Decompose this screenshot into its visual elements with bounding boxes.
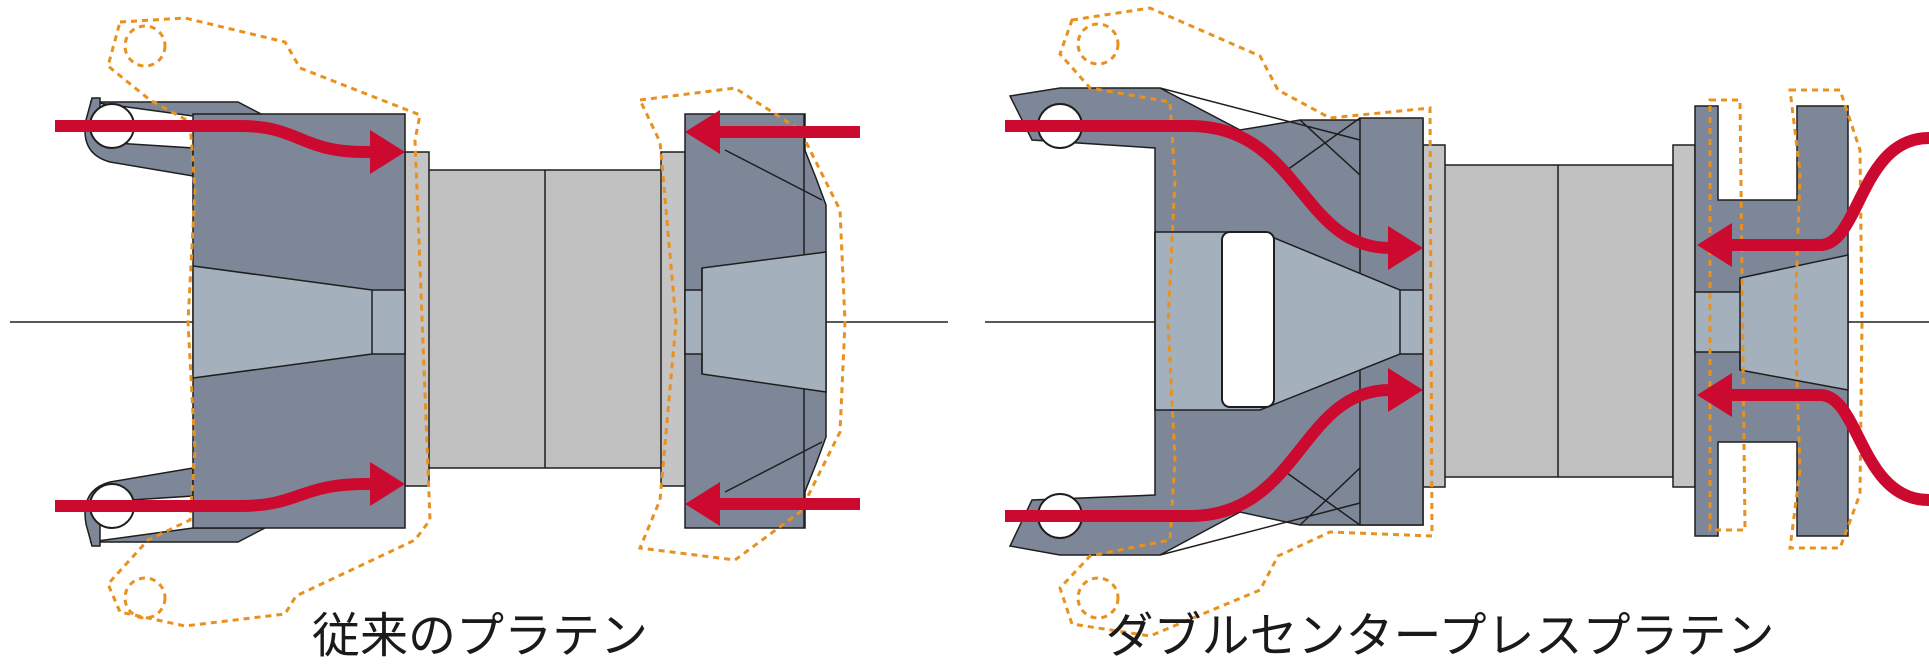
force-arrows bbox=[1005, 120, 1929, 522]
double-center-press-platen-diagram bbox=[985, 6, 1929, 638]
right-platen bbox=[1694, 105, 1849, 537]
conventional-platen-caption: 従来のプラテン bbox=[311, 608, 648, 664]
left-platen bbox=[84, 97, 406, 547]
tie-bar-cylinder bbox=[1422, 144, 1696, 488]
conventional-platen-diagram bbox=[10, 16, 948, 628]
double-center-press-platen-caption: ダブルセンタープレスプラテン bbox=[1105, 608, 1775, 664]
right-platen bbox=[684, 113, 827, 529]
force-arrows bbox=[55, 120, 860, 512]
left-platen bbox=[1008, 87, 1424, 556]
tie-bar-cylinder bbox=[404, 151, 686, 487]
deformation-outline bbox=[1058, 6, 1864, 638]
deformation-outline bbox=[106, 16, 847, 628]
force-arrowheads bbox=[370, 110, 720, 526]
platen-window bbox=[1221, 231, 1275, 408]
force-arrowheads bbox=[1388, 223, 1732, 417]
